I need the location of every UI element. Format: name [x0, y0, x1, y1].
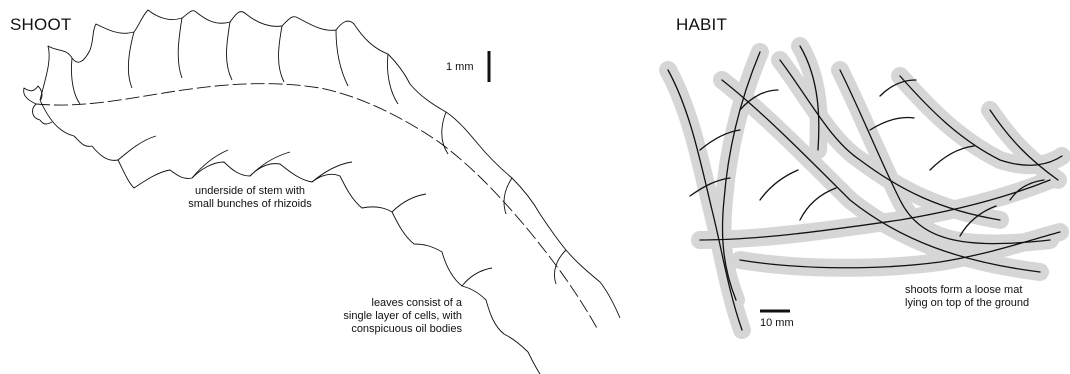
shoot-title: SHOOT	[10, 15, 71, 35]
annotation-mat: shoots form a loose mat lying on top of …	[905, 284, 1067, 310]
shoot-leaf-sinuses	[71, 18, 566, 284]
annotation-leaves-line2: single layer of cells, with	[300, 310, 462, 323]
shoot-lower-sinuses	[118, 136, 492, 286]
annotation-mat-line2: lying on top of the ground	[905, 297, 1067, 310]
annotation-rhizoids-line2: small bunches of rhizoids	[150, 198, 350, 211]
annotation-leaves: leaves consist of a single layer of cell…	[300, 297, 462, 336]
annotation-leaves-line3: conspicuous oil bodies	[300, 323, 462, 336]
shoot-scale-label: 1 mm	[446, 61, 474, 74]
shoot-lower-leaves	[40, 100, 540, 374]
shoot-upper-leaves	[40, 10, 620, 318]
annotation-mat-line1: shoots form a loose mat	[905, 284, 1067, 297]
annotation-rhizoids-line1: underside of stem with	[150, 185, 350, 198]
habit-scale-label: 10 mm	[760, 317, 794, 330]
annotation-leaves-line1: leaves consist of a	[300, 297, 462, 310]
habit-title: HABIT	[676, 15, 727, 35]
annotation-rhizoids: underside of stem with small bunches of …	[150, 185, 350, 211]
